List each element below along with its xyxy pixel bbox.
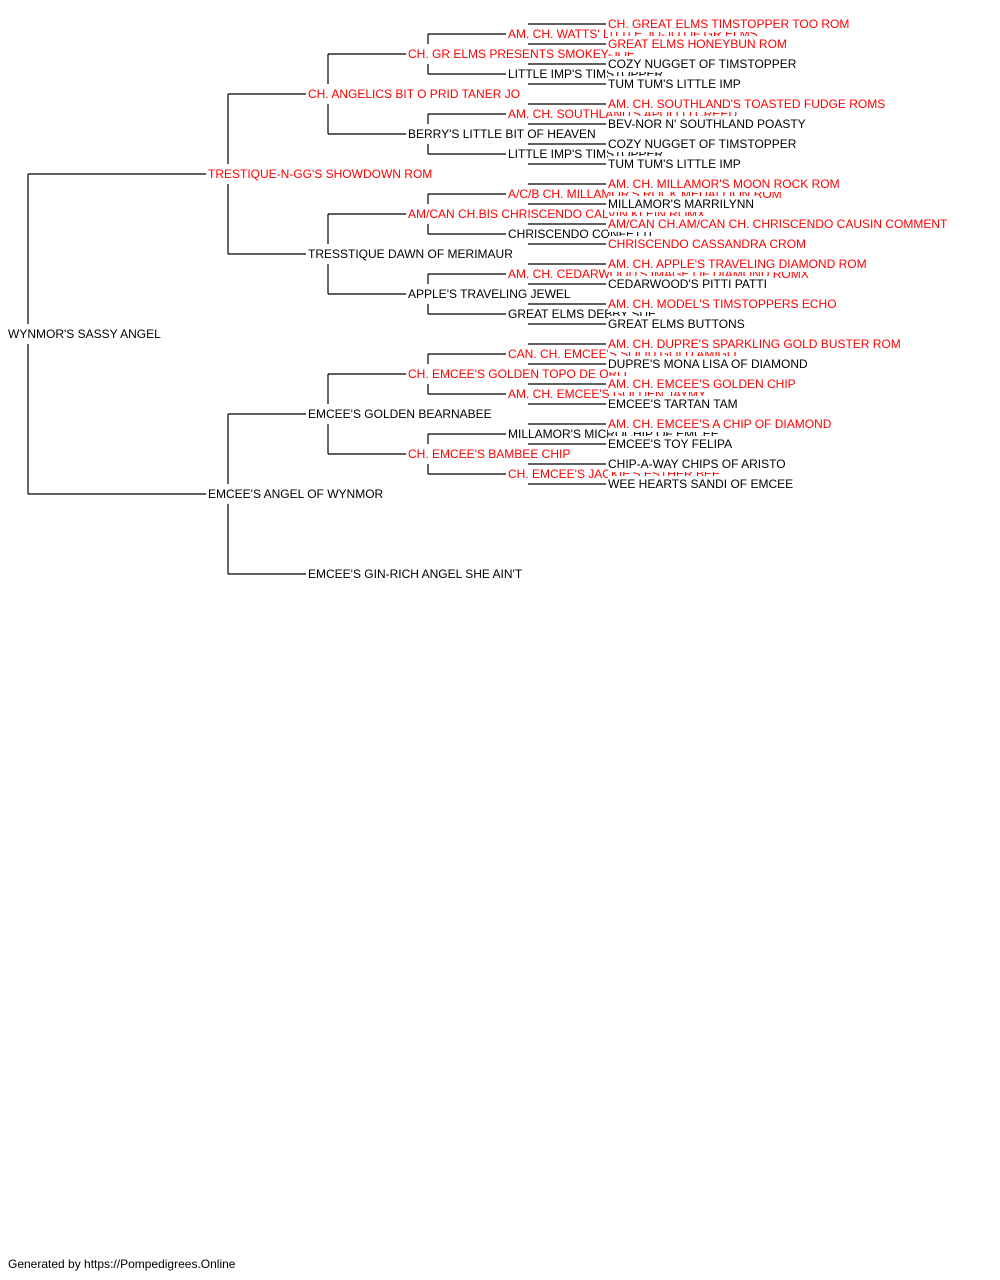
generator-credit: Generated by https://Pompedigrees.Online — [8, 1257, 236, 1271]
ancestor-name: CH. GREAT ELMS TIMSTOPPER TOO ROM — [608, 16, 852, 32]
ancestor-name: AM. CH. MILLAMOR'S MOON ROCK ROM — [608, 176, 842, 192]
ancestor-name: GREAT ELMS HONEYBUN ROM — [608, 36, 789, 52]
ancestor-name: CH. EMCEE'S BAMBEE CHIP — [408, 446, 573, 462]
ancestor-name: EMCEE'S GOLDEN BEARNABEE — [308, 406, 494, 422]
ancestor-name: CEDARWOOD'S PITTI PATTI — [608, 276, 769, 292]
ancestor-name: TUM TUM'S LITTLE IMP — [608, 156, 743, 172]
ancestor-name: AM. CH. EMCEE'S A CHIP OF DIAMOND — [608, 416, 834, 432]
ancestor-name: EMCEE'S TOY FELIPA — [608, 436, 735, 452]
ancestor-name: EMCEE'S ANGEL OF WYNMOR — [208, 486, 386, 502]
ancestor-name: BERRY'S LITTLE BIT OF HEAVEN — [408, 126, 598, 142]
ancestor-name: AM/CAN CH.AM/CAN CH. CHRISCENDO CAUSIN C… — [608, 216, 950, 232]
ancestor-name: CH. ANGELICS BIT O PRID TANER JO — [308, 86, 523, 102]
ancestor-name: CH. GR ELMS PRESENTS SMOKEY-JOE — [408, 46, 637, 62]
ancestor-name: COZY NUGGET OF TIMSTOPPER — [608, 136, 799, 152]
ancestor-name: AM. CH. APPLE'S TRAVELING DIAMOND ROM — [608, 256, 869, 272]
ancestor-name: AM. CH. DUPRE'S SPARKLING GOLD BUSTER RO… — [608, 336, 903, 352]
ancestor-name: EMCEE'S TARTAN TAM — [608, 396, 740, 412]
ancestor-name: AM. CH. EMCEE'S GOLDEN CHIP — [608, 376, 798, 392]
ancestor-name: APPLE'S TRAVELING JEWEL — [408, 286, 573, 302]
ancestor-name: CHIP-A-WAY CHIPS OF ARISTO — [608, 456, 788, 472]
ancestor-name: MILLAMOR'S MARRILYNN — [608, 196, 757, 212]
ancestor-name: DUPRE'S MONA LISA OF DIAMOND — [608, 356, 810, 372]
ancestor-name: GREAT ELMS BUTTONS — [608, 316, 747, 332]
ancestor-name: AM. CH. MODEL'S TIMSTOPPERS ECHO — [608, 296, 839, 312]
ancestor-name: TRESSTIQUE DAWN OF MERIMAUR — [308, 246, 515, 262]
ancestor-name: CHRISCENDO CASSANDRA CROM — [608, 236, 809, 252]
ancestor-name: CH. EMCEE'S GOLDEN TOPO DE ORO — [408, 366, 629, 382]
ancestor-name: TRESTIQUE-N-GG'S SHOWDOWN ROM — [208, 166, 435, 182]
ancestor-name: EMCEE'S GIN-RICH ANGEL SHE AIN'T — [308, 566, 525, 582]
ancestor-name: COZY NUGGET OF TIMSTOPPER — [608, 56, 799, 72]
ancestor-name: TUM TUM'S LITTLE IMP — [608, 76, 743, 92]
ancestor-name: AM. CH. SOUTHLAND'S TOASTED FUDGE ROMS — [608, 96, 888, 112]
subject-dog-name: WYNMOR'S SASSY ANGEL — [8, 326, 163, 342]
ancestor-name: WEE HEARTS SANDI OF EMCEE — [608, 476, 796, 492]
ancestor-name: BEV-NOR N' SOUTHLAND POASTY — [608, 116, 808, 132]
